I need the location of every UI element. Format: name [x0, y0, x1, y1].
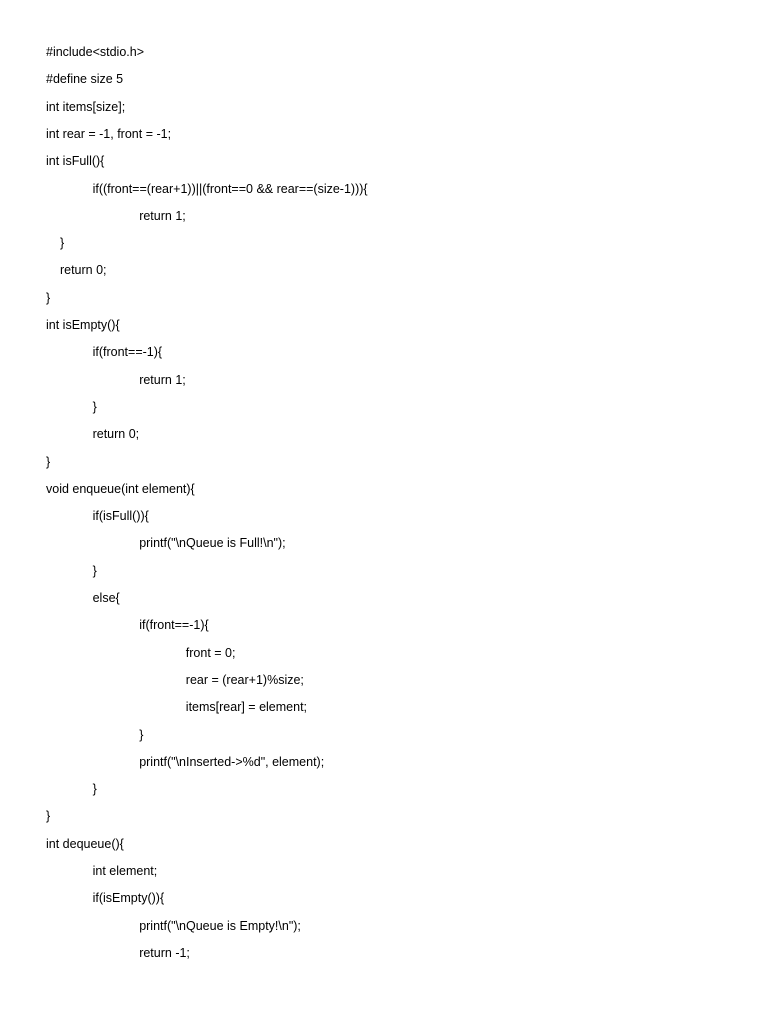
code-line: } [46, 454, 51, 469]
code-line: int rear = -1, front = -1; [46, 126, 172, 141]
code-line: int isEmpty(){ [46, 318, 120, 332]
code-line: return -1; [139, 945, 190, 960]
code-line: front = 0; [185, 645, 236, 660]
code-line: } [59, 236, 65, 251]
code-line: int element; [92, 864, 158, 878]
code-line: if(isEmpty()){ [92, 891, 165, 906]
code-line: return 0; [59, 263, 107, 278]
code-line: return 0; [92, 427, 140, 442]
code-line: int items[size]; [46, 99, 126, 114]
code-line: if(front==-1){ [139, 618, 209, 633]
code-line: } [92, 782, 97, 797]
code-line: if(front==-1){ [92, 345, 163, 360]
code-line: #include<stdio.h> [46, 45, 144, 59]
code-line: return 1; [139, 372, 186, 387]
code-line: #define size 5 [46, 72, 124, 87]
code-line: } [46, 290, 51, 305]
code-line: else{ [92, 591, 120, 605]
code-line: printf("\nQueue is Empty!\n"); [139, 918, 301, 933]
code-line: void enqueue(int element){ [46, 481, 195, 496]
code-line: rear = (rear+1)%size; [185, 672, 304, 687]
code-line: printf("\nInserted->%d", element); [139, 754, 325, 769]
code-line: } [46, 809, 51, 824]
code-line: } [92, 399, 97, 414]
code-line: } [139, 727, 144, 742]
code-line: if((front==(rear+1))||(front==0 && rear=… [92, 181, 368, 196]
code-line: printf("\nQueue is Full!\n"); [139, 536, 286, 551]
code-line: int dequeue(){ [46, 836, 124, 851]
code-line: items[rear] = element; [185, 700, 308, 715]
code-line: return 1; [139, 208, 186, 223]
code-line: } [92, 563, 97, 578]
code-line: int isFull(){ [46, 154, 105, 169]
code-line: if(isFull()){ [92, 509, 149, 524]
